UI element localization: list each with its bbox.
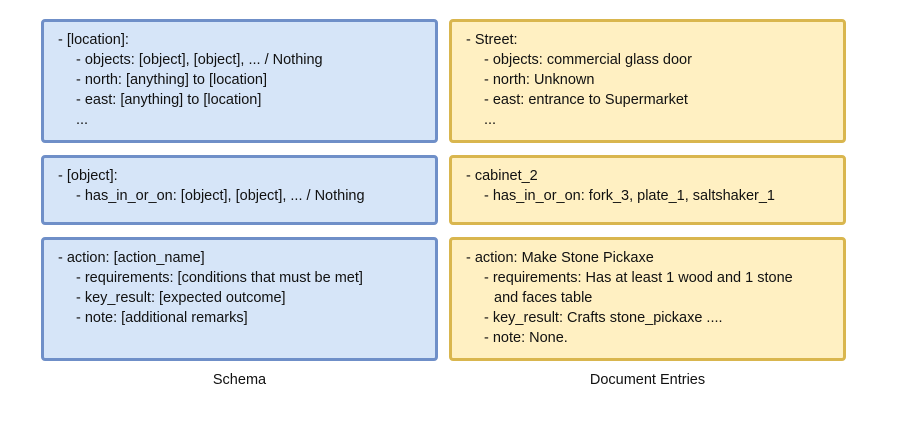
- schema-object-box: - [object]: - has_in_or_on: [object], [o…: [41, 155, 438, 225]
- doc-street-ellipsis: ...: [484, 112, 497, 128]
- schema-object-header: - [object]:: [58, 168, 118, 184]
- schema-caption: Schema: [212, 372, 267, 388]
- schema-location-ellipsis: ...: [76, 112, 89, 128]
- schema-location-header: - [location]:: [58, 32, 129, 48]
- doc-street-objects: - objects: commercial glass door: [484, 52, 692, 68]
- doc-action-requirements-cont: and faces table: [494, 290, 593, 306]
- schema-location-north: - north: [anything] to [location]: [76, 72, 268, 88]
- doc-action-requirements: - requirements: Has at least 1 wood and …: [484, 270, 793, 286]
- doc-street-north: - north: Unknown: [484, 72, 595, 88]
- doc-street-east: - east: entrance to Supermarket: [484, 92, 688, 108]
- schema-location-box: - [location]: - objects: [object], [obje…: [41, 19, 438, 143]
- doc-street-header: - Street:: [466, 32, 518, 48]
- doc-cabinet-has-in-or-on: - has_in_or_on: fork_3, plate_1, saltsha…: [484, 188, 775, 204]
- schema-action-key-result: - key_result: [expected outcome]: [76, 290, 286, 306]
- document-caption: Document Entries: [589, 372, 706, 388]
- schema-object-has-in-or-on: - has_in_or_on: [object], [object], ... …: [76, 188, 365, 204]
- doc-action-note: - note: None.: [484, 330, 568, 346]
- schema-action-requirements: - requirements: [conditions that must be…: [76, 270, 363, 286]
- doc-street-box: - Street: - objects: commercial glass do…: [449, 19, 846, 143]
- doc-action-header: - action: Make Stone Pickaxe: [466, 250, 654, 266]
- schema-action-note: - note: [additional remarks]: [76, 310, 248, 326]
- schema-location-objects: - objects: [object], [object], ... / Not…: [76, 52, 323, 68]
- doc-cabinet-header: - cabinet_2: [466, 168, 538, 184]
- schema-action-box: - action: [action_name] - requirements: …: [41, 237, 438, 361]
- schema-action-header: - action: [action_name]: [58, 250, 205, 266]
- doc-cabinet-box: - cabinet_2 - has_in_or_on: fork_3, plat…: [449, 155, 846, 225]
- schema-location-east: - east: [anything] to [location]: [76, 92, 262, 108]
- doc-action-key-result: - key_result: Crafts stone_pickaxe ....: [484, 310, 723, 326]
- doc-action-box: - action: Make Stone Pickaxe - requireme…: [449, 237, 846, 361]
